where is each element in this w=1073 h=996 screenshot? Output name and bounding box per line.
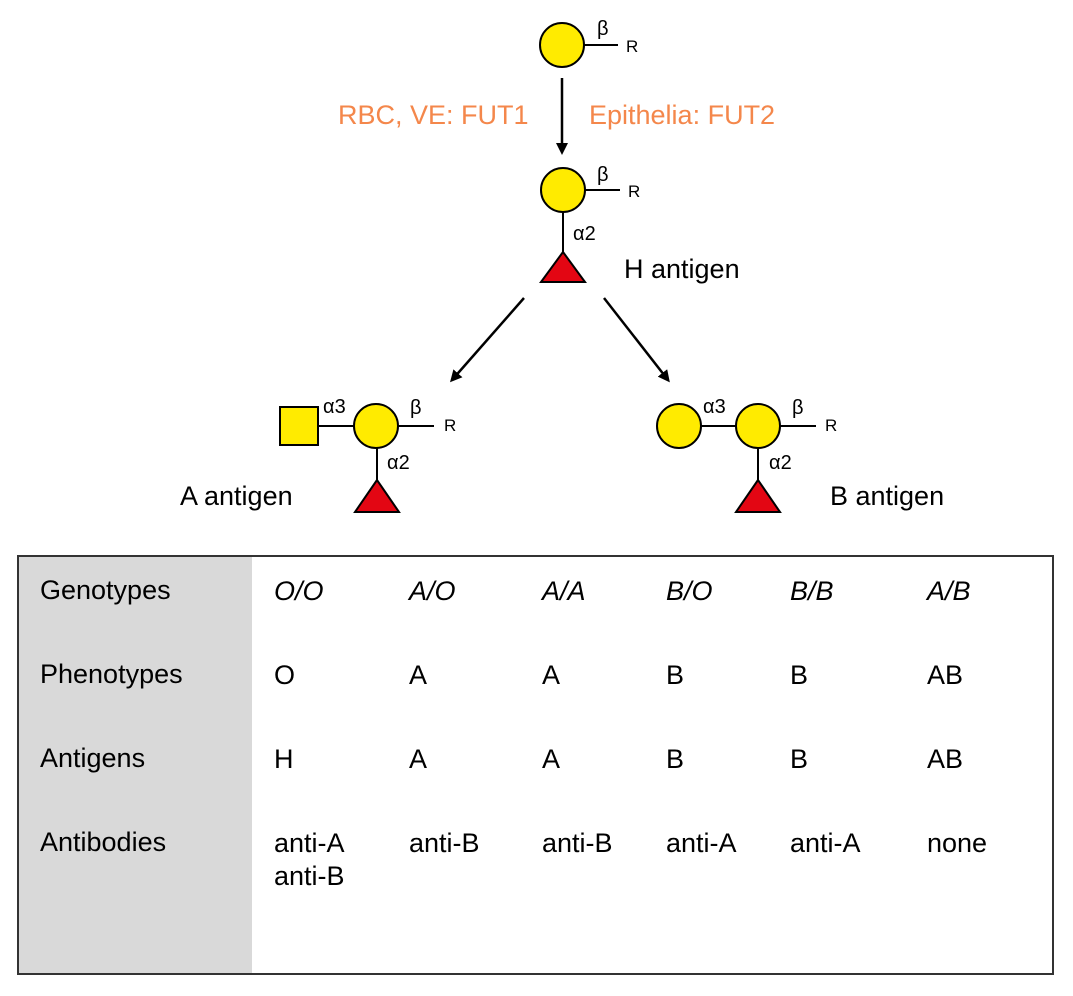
genotype-cell: A/B [927,576,971,606]
antigen-cell: A [409,744,428,774]
a-galnac-square [279,406,319,446]
h-antigen-structure: β R α2 H antigen [539,164,740,284]
b-linkage-alpha2: α2 [769,452,792,474]
b-galactose-circle [735,403,781,449]
row-label-antigens: Antigens [40,743,146,773]
antigen-cell: B [790,744,809,774]
phenotype-cell: B [790,660,809,690]
antigen-cell: AB [927,744,964,774]
glycan-biosynthesis-diagram: β R RBC, VE: FUT1 Epithelia: FUT2 β R α2… [180,18,944,513]
b-fucose-triangle [734,478,782,513]
antibody-cell: anti-B [409,828,480,858]
precursor-linkage: β [597,18,609,40]
phenotype-cell: B [666,660,685,690]
b-antigen-label: B antigen [830,481,944,511]
arrow-to-a-antigen [450,297,525,383]
h-linkage-alpha2: α2 [573,223,596,245]
a-galactose-circle [353,403,399,449]
row-label-genotypes: Genotypes [40,575,171,605]
genotype-cell: B/O [666,576,713,606]
h-antigen-label: H antigen [624,254,740,284]
phenotype-cell: A [542,660,561,690]
enzyme-left-label: RBC, VE: FUT1 [338,100,529,130]
a-linkage-beta: β [410,397,422,419]
a-antigen-structure: α3 β R α2 A antigen [180,396,456,513]
antibody-cell: anti-A anti-B [274,828,345,891]
a-reducing-end: R [444,416,456,435]
a-antigen-label: A antigen [180,481,293,511]
antibody-cell: none [927,828,988,858]
h-linkage-beta: β [597,164,609,186]
b-antigen-structure: α3 β R α2 B antigen [656,396,944,513]
row-label-antibodies: Antibodies [40,827,167,857]
arrow-to-b-antigen [603,297,670,383]
b-linkage-beta: β [792,397,804,419]
phenotype-cell: A [409,660,428,690]
genotype-cell: A/A [542,576,586,606]
antibody-cell: anti-B [542,828,613,858]
blood-group-table: Genotypes O/O A/O A/A B/O B/B A/B Phenot… [17,555,1054,975]
antigen-cell: B [666,744,685,774]
genotype-cell: B/B [790,576,834,606]
table-header-column [19,557,252,973]
precursor-structure: β R [539,18,638,68]
b-terminal-galactose-circle [656,403,702,449]
precursor-galactose-circle [539,22,585,68]
a-linkage-alpha3: α3 [323,396,346,418]
h-reducing-end: R [628,182,640,201]
antibody-cell: anti-A [790,828,861,858]
row-label-phenotypes: Phenotypes [40,659,183,689]
antigen-cell: H [274,744,294,774]
genotype-cell: A/O [409,576,456,606]
h-fucose-triangle [539,250,587,283]
enzyme-right-label: Epithelia: FUT2 [589,100,775,130]
b-reducing-end: R [825,416,837,435]
antibody-cell: anti-A [666,828,737,858]
b-linkage-alpha3: α3 [703,396,726,418]
phenotype-cell: AB [927,660,964,690]
a-fucose-triangle [353,478,401,513]
genotype-cell: O/O [274,576,324,606]
h-galactose-circle [540,167,586,213]
precursor-reducing-end: R [626,37,638,56]
a-linkage-alpha2: α2 [387,452,410,474]
phenotype-cell: O [274,660,296,690]
antigen-cell: A [542,744,561,774]
